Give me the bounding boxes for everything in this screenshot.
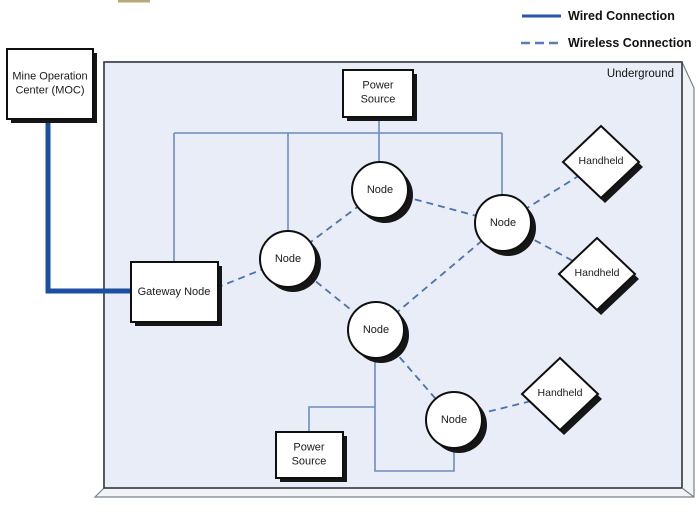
node-d-circle [347,301,405,359]
power-line-bottom-source [308,406,375,432]
handheld-2-diamond [557,236,637,312]
wired-connection-moc-gateway [45,119,131,294]
power-line-node-d-to-node-e [374,357,455,472]
node-e-circle [425,391,483,449]
node-b-circle [351,161,409,219]
shapes [6,48,641,479]
wireless-node-b-node-c [379,189,504,224]
power-source-top-box [342,69,414,118]
legend-wired-label: Wired Connection [568,9,675,23]
underground-region-bevel [681,487,695,498]
handheld-1-diamond [561,124,641,200]
gateway-node-box [130,261,219,323]
handheld-3-diamond [520,356,600,432]
legend-wireless-label: Wireless Connection [568,36,692,50]
node-c-circle [474,194,532,252]
moc-box [6,48,94,120]
power-source-bottom-box [275,431,344,479]
top-edge-artifact [118,0,150,3]
node-a-circle [259,230,317,288]
power-lines [173,117,503,472]
underground-region-label: Underground [606,68,674,80]
